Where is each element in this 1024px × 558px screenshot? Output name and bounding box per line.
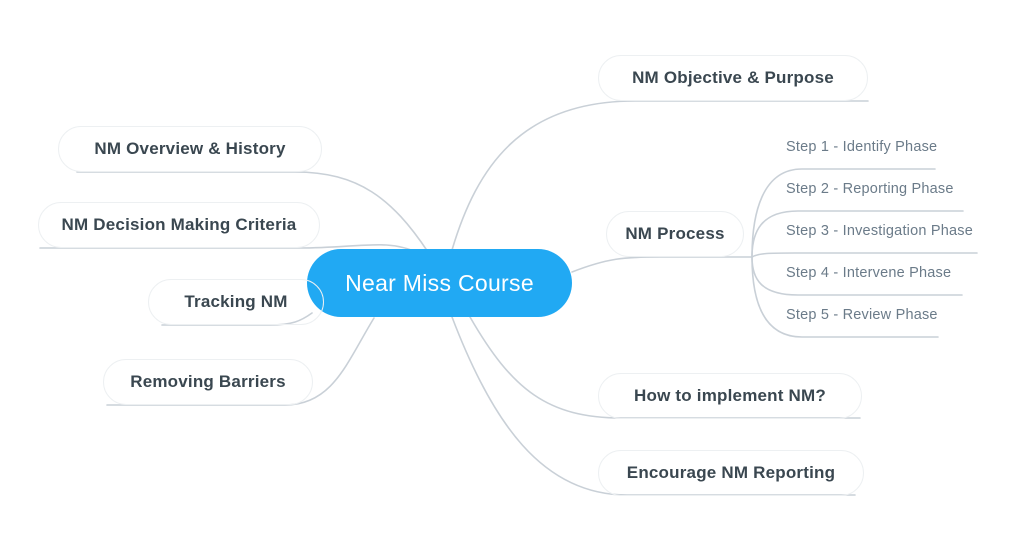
- branch-node-encourage-reporting[interactable]: Encourage NM Reporting: [598, 450, 864, 496]
- branch-node-decision-criteria[interactable]: NM Decision Making Criteria: [38, 202, 320, 248]
- step-node-intervene-phase[interactable]: Step 4 - Intervene Phase: [786, 265, 952, 281]
- step-node-identify-phase[interactable]: Step 1 - Identify Phase: [786, 139, 938, 155]
- connector-process: [571, 256, 753, 273]
- connector-decision: [39, 243, 419, 254]
- branch-node-overview-history[interactable]: NM Overview & History: [58, 126, 322, 172]
- branch-node-objective-purpose[interactable]: NM Objective & Purpose: [598, 55, 868, 101]
- connector-overview: [76, 171, 429, 253]
- connector-step-1: [751, 168, 936, 258]
- branch-node-how-to-implement[interactable]: How to implement NM?: [598, 373, 862, 419]
- step-node-investigation-phase[interactable]: Step 3 - Investigation Phase: [786, 223, 973, 239]
- branch-node-removing-barriers[interactable]: Removing Barriers: [103, 359, 313, 405]
- connector-step-5: [751, 256, 939, 338]
- branch-node-tracking-nm[interactable]: Tracking NM: [148, 279, 324, 325]
- step-node-reporting-phase[interactable]: Step 2 - Reporting Phase: [786, 181, 954, 197]
- step-node-review-phase[interactable]: Step 5 - Review Phase: [786, 307, 938, 323]
- connector-implement: [469, 316, 861, 419]
- connector-encourage: [451, 316, 856, 496]
- connector-step-2: [751, 210, 964, 258]
- root-node[interactable]: Near Miss Course: [307, 249, 572, 317]
- connector-objective: [451, 100, 869, 251]
- branch-node-nm-process[interactable]: NM Process: [606, 211, 744, 257]
- connector-step-3: [751, 252, 978, 258]
